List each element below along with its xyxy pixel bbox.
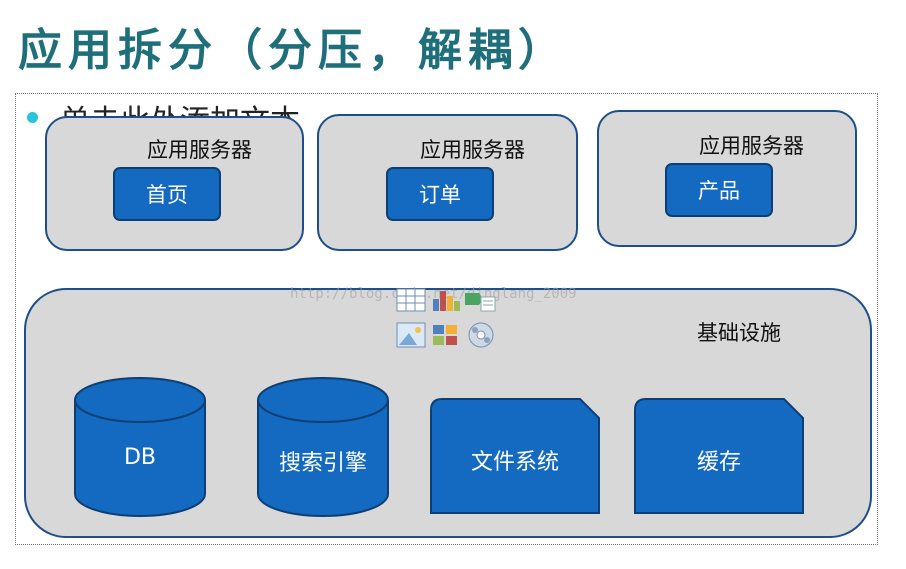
media-icon[interactable] [468, 322, 494, 348]
chart-icon[interactable] [433, 291, 460, 311]
cut-corner-shape [634, 398, 804, 514]
module-home: 首页 [113, 167, 221, 221]
app-server-label-3: 应用服务器 [699, 134, 804, 158]
db-label: DB [123, 445, 157, 470]
app-server-label-1: 应用服务器 [147, 138, 252, 162]
module-product: 产品 [665, 163, 773, 217]
db-cylinder: DB [74, 377, 206, 517]
file-system-label: 文件系统 [470, 450, 559, 475]
clipart-icon[interactable] [433, 325, 457, 345]
table-icon[interactable] [396, 288, 426, 312]
search-engine-cylinder: 搜索引擎 [257, 377, 389, 517]
cache-shape: 缓存 [634, 398, 804, 514]
module-order: 订单 [386, 167, 494, 221]
insert-content-icons[interactable] [395, 287, 500, 353]
picture-icon[interactable] [396, 322, 426, 348]
cut-corner-shape [430, 398, 600, 514]
watermark: http://blog.csdn.net/dinglang_2009 [290, 286, 577, 302]
cylinder-shape [257, 377, 389, 517]
cache-label: 缓存 [696, 450, 741, 475]
bullet-dot [27, 112, 38, 123]
file-system-shape: 文件系统 [430, 398, 600, 514]
cylinder-shape [74, 377, 206, 517]
infrastructure-label: 基础设施 [697, 321, 781, 345]
search-engine-label: 搜索引擎 [278, 451, 367, 476]
slide-title: 应用拆分（分压，解耦） [18, 25, 568, 76]
content-placeholder-frame[interactable] [15, 93, 878, 545]
app-server-label-2: 应用服务器 [420, 138, 525, 162]
smartart-icon[interactable] [465, 293, 496, 312]
